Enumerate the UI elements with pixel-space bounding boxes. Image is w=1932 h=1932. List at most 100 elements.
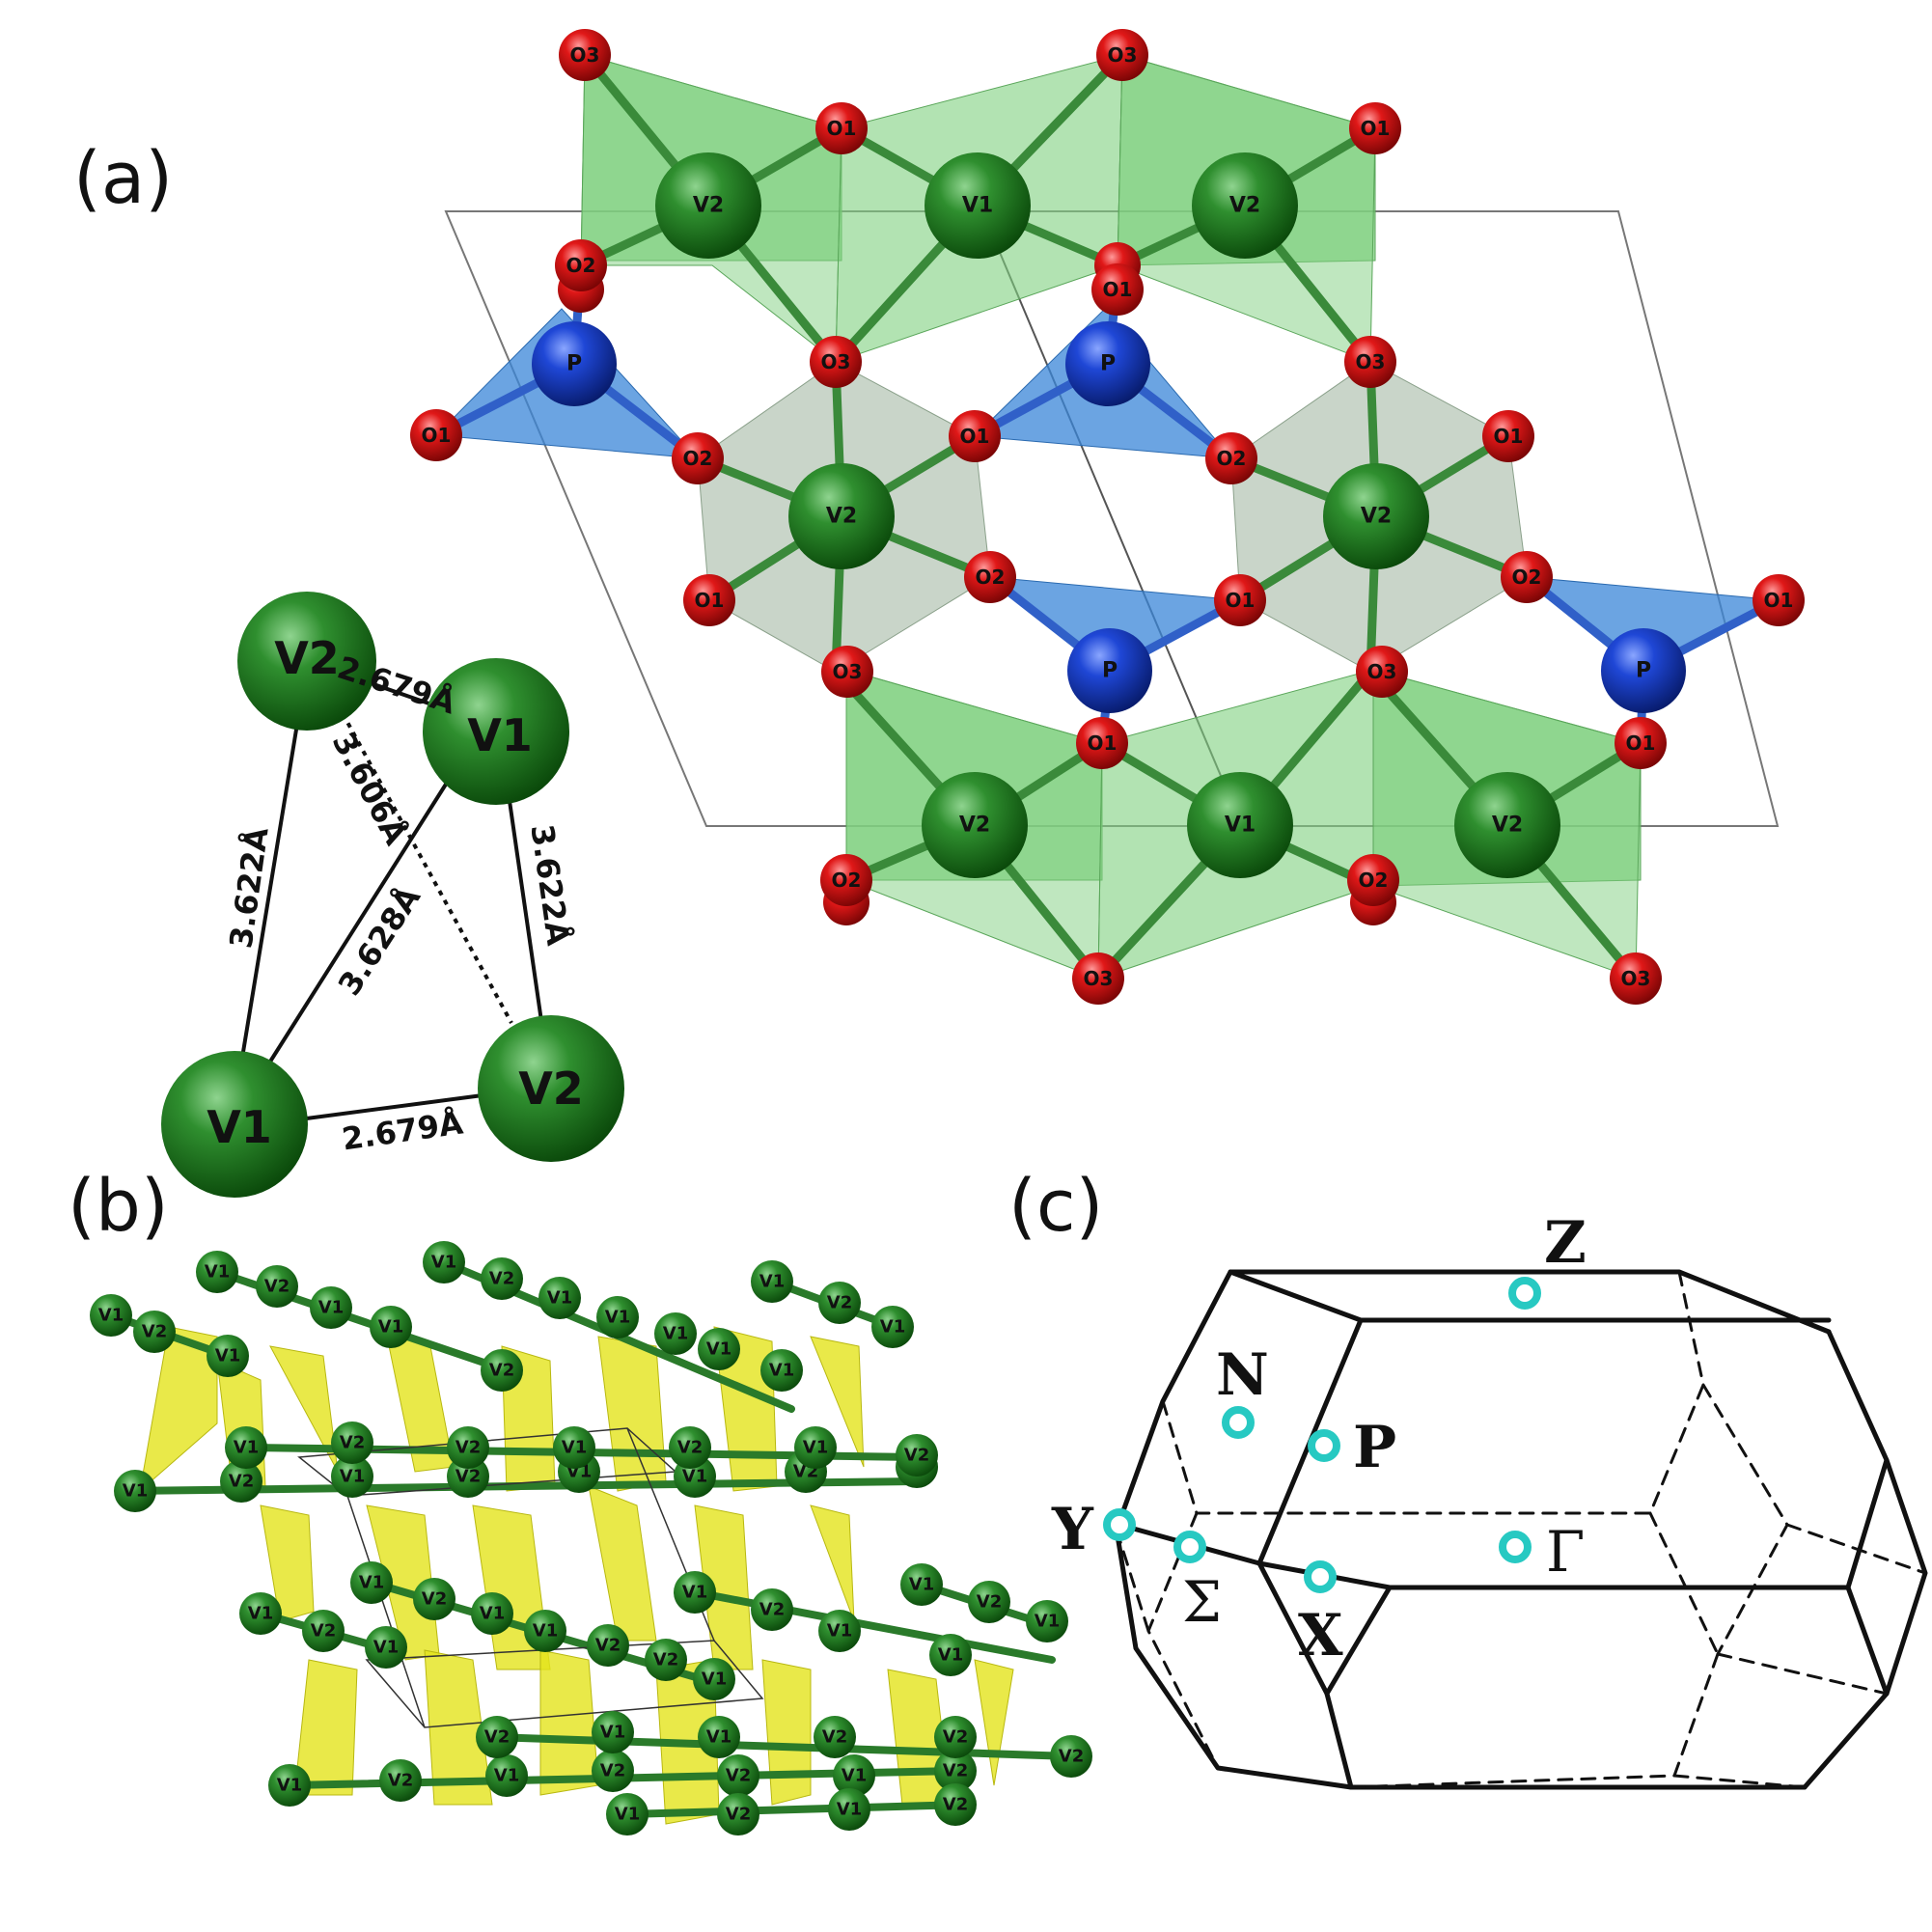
chain-atom-v1 bbox=[828, 1788, 870, 1831]
atom-o1 bbox=[1349, 102, 1401, 154]
vanadium-cluster-inset: V2 V1 V1 V2 2.679Å 3.622Å 3.606Å 3.628Å … bbox=[161, 592, 624, 1198]
chain-atom-label: V1 bbox=[1035, 1612, 1060, 1632]
atom-v2-label: V2 bbox=[959, 814, 990, 838]
crystal-structure-view: V2 V1 V2 V2 V2 V2 V1 V2 P P P P bbox=[410, 29, 1805, 1005]
chain-atom-label: V1 bbox=[340, 1467, 365, 1487]
bz-point-gamma bbox=[1499, 1531, 1532, 1563]
bond-v1-v2-bottom bbox=[298, 1093, 483, 1121]
atom-v1-label: V1 bbox=[1225, 814, 1256, 838]
chain-atom-v1 bbox=[310, 1286, 352, 1329]
atom-p-label: P bbox=[1102, 659, 1118, 683]
chain-atom-label: V2 bbox=[600, 1761, 625, 1781]
chain-atom-v2 bbox=[968, 1581, 1010, 1623]
atom-o3-label: O3 bbox=[1108, 43, 1138, 67]
chain-atom-v2 bbox=[220, 1460, 262, 1503]
atom-v2-label: V2 bbox=[1229, 194, 1260, 218]
chain-atom-v2 bbox=[934, 1750, 977, 1792]
chain-atom-label: V2 bbox=[340, 1433, 365, 1453]
chain-atom-v1 bbox=[538, 1277, 581, 1319]
chain-atom-v1 bbox=[760, 1349, 803, 1392]
atom-o1 bbox=[1482, 410, 1534, 462]
atom-o2 bbox=[672, 432, 724, 484]
chain-atom-v2 bbox=[896, 1434, 938, 1477]
atom-v2-label: V2 bbox=[693, 194, 724, 218]
chain-atom-v1 bbox=[331, 1455, 373, 1498]
bz-label-n: N bbox=[1216, 1341, 1269, 1409]
chain-atom-label: V2 bbox=[455, 1467, 481, 1487]
chain-atom-label: V2 bbox=[311, 1621, 336, 1642]
atom-p-label: P bbox=[1636, 659, 1651, 683]
bond-v2-v1-left bbox=[241, 723, 299, 1053]
chain-atom-label: V1 bbox=[938, 1645, 963, 1666]
bz-label-z: Z bbox=[1544, 1209, 1587, 1277]
chain-atom-label: V2 bbox=[759, 1600, 785, 1620]
chain-atom-label: V1 bbox=[378, 1317, 403, 1338]
chain-atom-label: V1 bbox=[769, 1361, 794, 1381]
chain-atom-v2 bbox=[669, 1426, 711, 1469]
atom-v2 bbox=[788, 463, 895, 569]
chain-atom-label: V1 bbox=[909, 1575, 934, 1595]
atom-v1-inset-label: V1 bbox=[467, 709, 533, 761]
chain-atom-label: V2 bbox=[489, 1361, 514, 1381]
chain-atom-label: V2 bbox=[1059, 1747, 1084, 1767]
chain-atom-v1 bbox=[196, 1251, 238, 1293]
chain-atom-label: V1 bbox=[234, 1438, 259, 1458]
oxygen-atoms: O3 O3 O1 O1 O2 O1 O3 O3 O1 O2 O1 O2 bbox=[410, 29, 1805, 1005]
atom-v2-label: V2 bbox=[1492, 814, 1523, 838]
chain-atom-v2 bbox=[302, 1610, 345, 1652]
atom-o2-label: O2 bbox=[832, 869, 862, 892]
atom-o3 bbox=[559, 29, 611, 81]
atom-o2 bbox=[555, 239, 607, 291]
bz-label-sigma: Σ bbox=[1182, 1569, 1222, 1635]
atom-v2 bbox=[655, 152, 761, 259]
chain-atom-v1 bbox=[114, 1470, 156, 1512]
chain-atom-v1 bbox=[693, 1658, 735, 1700]
atom-o2-label: O2 bbox=[1359, 869, 1389, 892]
chain-atom-v2 bbox=[818, 1282, 861, 1324]
bz-label-y: Y bbox=[1051, 1496, 1094, 1563]
chain-atom-v1 bbox=[751, 1260, 793, 1303]
atom-o1-label: O1 bbox=[960, 425, 990, 448]
chain-atom-label: V1 bbox=[480, 1604, 505, 1624]
chain-atom-label: V1 bbox=[706, 1339, 731, 1360]
chain-atom-label: V2 bbox=[977, 1592, 1002, 1613]
chain-atom-v2 bbox=[934, 1716, 977, 1758]
chain-atom-v2 bbox=[592, 1750, 634, 1792]
atom-o1-label: O1 bbox=[1361, 117, 1391, 140]
bz-points bbox=[1103, 1277, 1541, 1593]
atom-o1-label: O1 bbox=[1626, 731, 1656, 755]
chain-atom-v1 bbox=[239, 1592, 282, 1635]
chain-atom-v1 bbox=[794, 1426, 837, 1469]
chain-atom-label: V2 bbox=[943, 1795, 968, 1815]
atom-o1 bbox=[1615, 717, 1667, 769]
chain-atom-label: V2 bbox=[822, 1727, 847, 1748]
atom-v2-label: V2 bbox=[1361, 505, 1392, 529]
chain-atom-label: V1 bbox=[682, 1467, 707, 1487]
bz-label-x: X bbox=[1298, 1602, 1343, 1670]
chain-atom-v1 bbox=[592, 1711, 634, 1753]
atom-p bbox=[1067, 628, 1152, 713]
vanadium-atoms-a: V2 V1 V2 V2 V2 V2 V1 V2 bbox=[655, 152, 1560, 878]
atom-o3-label: O3 bbox=[1367, 660, 1397, 683]
atom-o2-label: O2 bbox=[1512, 566, 1542, 589]
chain-atom-v2 bbox=[717, 1754, 759, 1797]
atom-o1 bbox=[1091, 263, 1144, 316]
bond-v2-v2-dotted bbox=[336, 704, 513, 1024]
chain-atom-label: V1 bbox=[98, 1306, 124, 1326]
chain-atom-v1 bbox=[90, 1294, 132, 1337]
chain-atom-label: V1 bbox=[205, 1262, 230, 1283]
chain-atom-v2 bbox=[133, 1311, 176, 1353]
atom-v2-inset-bottom bbox=[478, 1015, 624, 1162]
atom-o2 bbox=[1501, 551, 1553, 603]
chain-atom-v2 bbox=[751, 1588, 793, 1631]
chain-atom-label: V2 bbox=[264, 1277, 290, 1297]
chain-atom-v1 bbox=[485, 1754, 528, 1797]
chain-atom-label: V1 bbox=[759, 1272, 785, 1292]
chain-atom-label: V1 bbox=[663, 1324, 688, 1344]
bond-v1-v2-right bbox=[508, 800, 544, 1029]
chain-atom-label: V2 bbox=[943, 1727, 968, 1748]
distance-label: 3.622Å bbox=[222, 825, 275, 951]
chain-atom-v1 bbox=[1026, 1600, 1068, 1642]
